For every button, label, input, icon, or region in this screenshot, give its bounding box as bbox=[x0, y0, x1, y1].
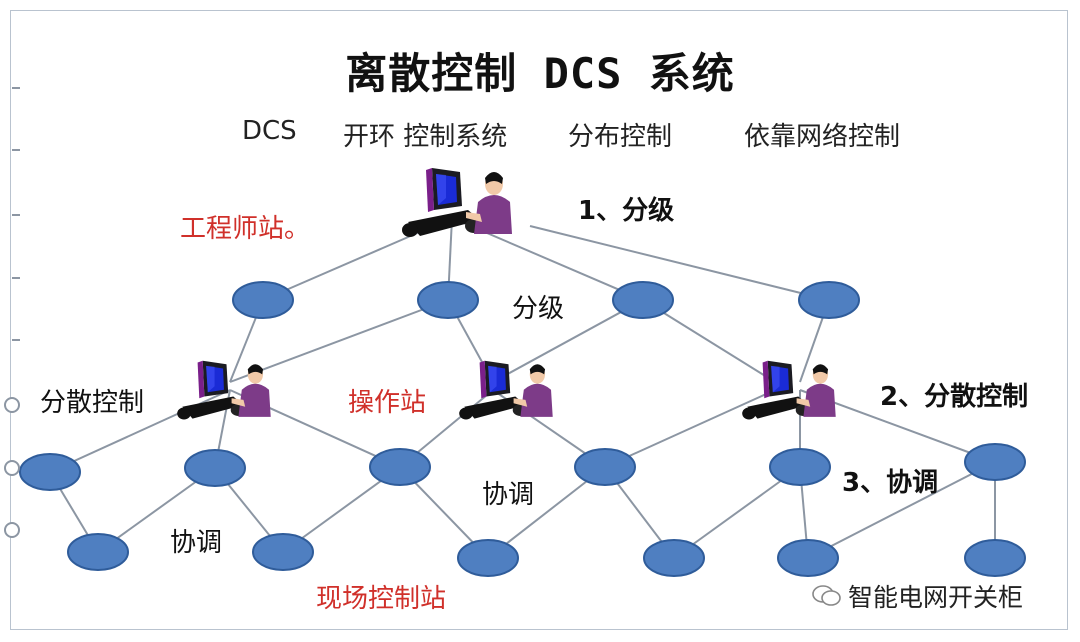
watermark-text: 智能电网开关柜 bbox=[848, 583, 1024, 612]
node bbox=[769, 448, 831, 486]
node bbox=[643, 539, 705, 577]
engineer-workstation-icon bbox=[402, 168, 512, 237]
node bbox=[457, 539, 519, 577]
node bbox=[369, 448, 431, 486]
node bbox=[777, 539, 839, 577]
node bbox=[184, 449, 246, 487]
decentralized-2-label: 2、分散控制 bbox=[880, 382, 1029, 412]
node bbox=[19, 453, 81, 491]
node bbox=[574, 448, 636, 486]
node bbox=[252, 533, 314, 571]
node bbox=[612, 281, 674, 319]
workstation-icon bbox=[177, 360, 271, 420]
subtitle-open-loop: 开环 控制系统 bbox=[343, 122, 508, 152]
node bbox=[798, 281, 860, 319]
subtitle-distributed: 分布控制 bbox=[568, 122, 673, 152]
binder-marks bbox=[4, 87, 20, 538]
engineer-station-label: 工程师站。 bbox=[180, 214, 311, 244]
node bbox=[67, 533, 129, 571]
coordinate-mid-label: 协调 bbox=[482, 480, 535, 510]
node bbox=[964, 539, 1026, 577]
diagram-frame bbox=[10, 10, 1068, 630]
subtitle-dcs: DCS bbox=[242, 116, 297, 146]
watermark: 智能电网开关柜 bbox=[812, 578, 1023, 614]
node bbox=[964, 443, 1026, 481]
diagram-title: 离散控制 DCS 系统 bbox=[345, 49, 735, 98]
workstation-icon bbox=[459, 360, 553, 420]
coordinate-left-label: 协调 bbox=[170, 528, 223, 558]
subtitle-network: 依靠网络控制 bbox=[744, 122, 901, 152]
operator-station-label: 操作站 bbox=[348, 388, 427, 418]
level-1-label: 1、分级 bbox=[578, 196, 675, 226]
node bbox=[417, 281, 479, 319]
node bbox=[232, 281, 294, 319]
level-mid-label: 分级 bbox=[512, 294, 565, 324]
decentralized-left-label: 分散控制 bbox=[40, 388, 145, 418]
field-station-label: 现场控制站 bbox=[316, 584, 447, 614]
network-nodes bbox=[19, 281, 1026, 577]
chat-bubble-icon bbox=[812, 585, 841, 606]
coordinate-3-label: 3、协调 bbox=[842, 468, 939, 498]
